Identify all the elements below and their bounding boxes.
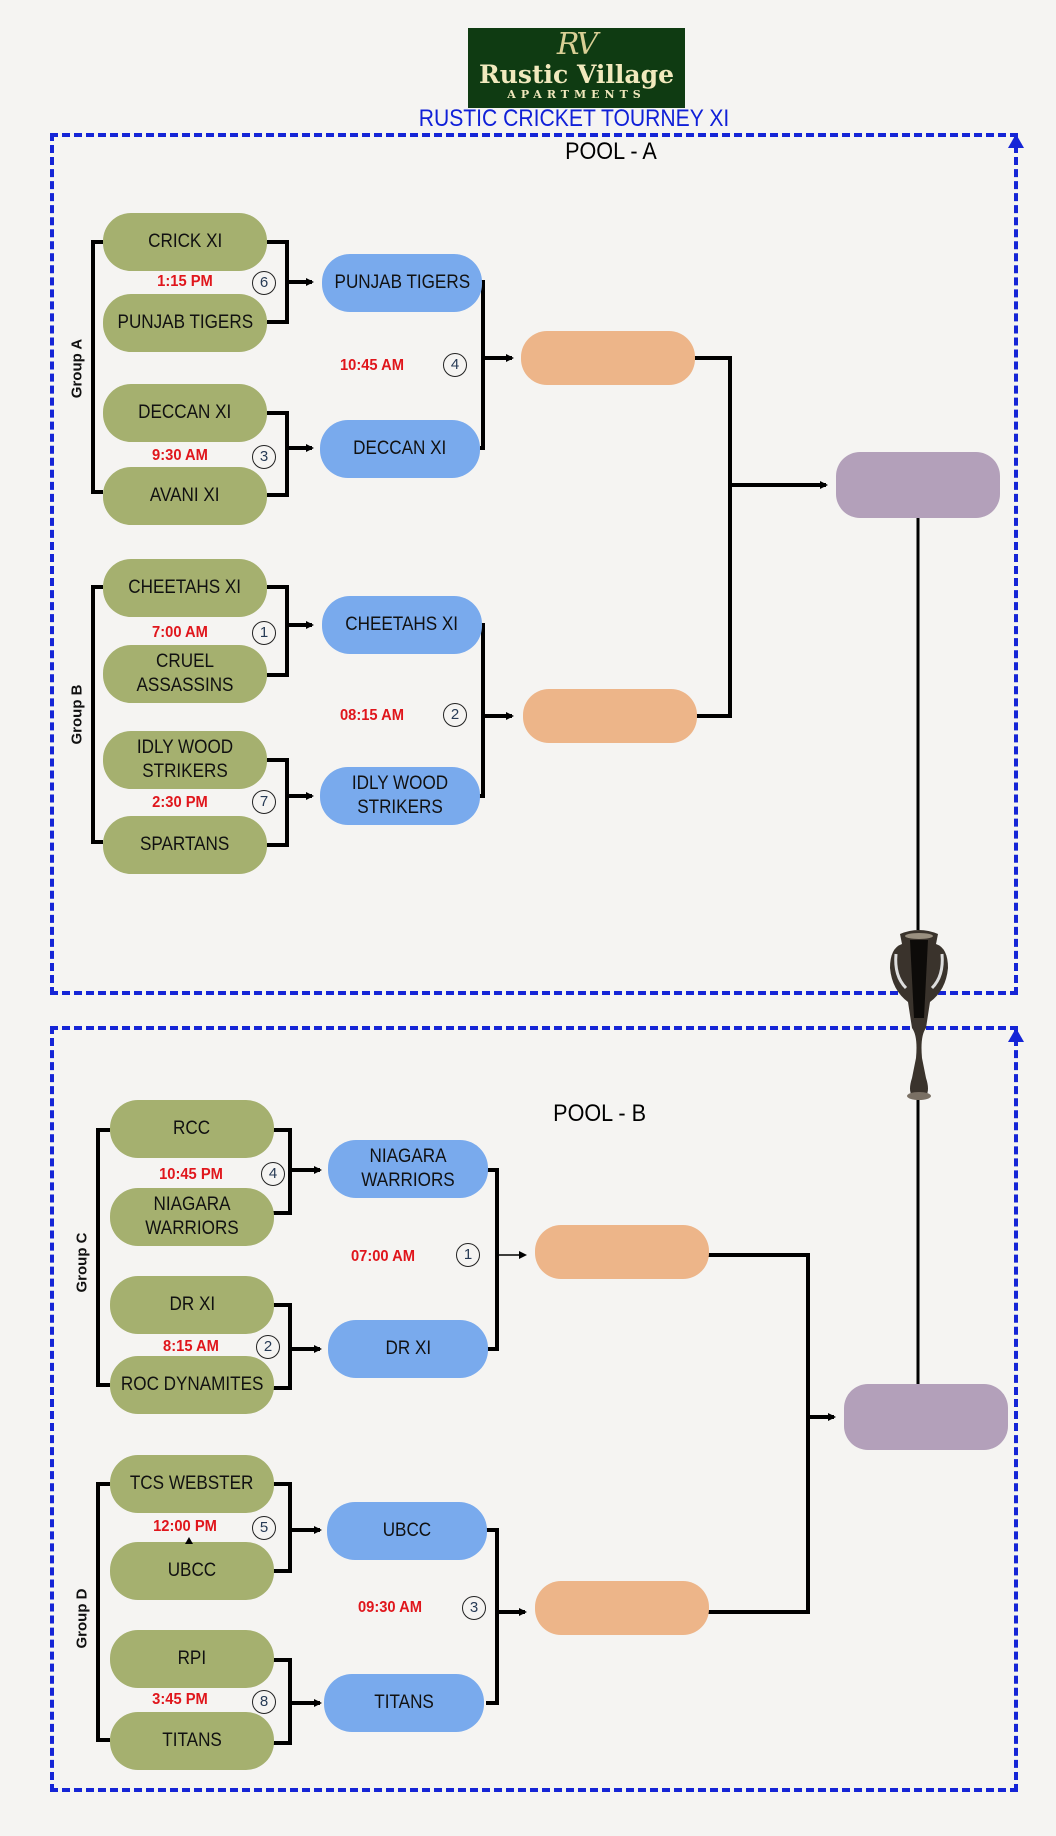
- match-number: 3: [462, 1596, 486, 1620]
- semi-winner-pill[interactable]: [535, 1225, 709, 1279]
- team-name: DR XI: [385, 1338, 431, 1359]
- team-name: TITANS: [162, 1730, 222, 1751]
- pool-a-winner-pill[interactable]: [836, 452, 1000, 518]
- small-arrow-marker: [185, 1537, 193, 1544]
- team-pill[interactable]: RCC: [110, 1100, 274, 1158]
- team-pill[interactable]: NIAGARA WARRIORS: [110, 1188, 274, 1246]
- match-time: 2:30 PM: [152, 794, 208, 811]
- team-name: SPARTANS: [140, 834, 230, 855]
- match-number: 4: [443, 353, 467, 377]
- team-name: DECCAN XI: [353, 438, 447, 459]
- team-name: UBCC: [167, 1560, 217, 1581]
- match-time: 8:15 AM: [163, 1338, 219, 1355]
- group-a-bracket: [91, 240, 103, 494]
- match-number: 2: [256, 1335, 280, 1359]
- logo-subtitle: APARTMENTS: [507, 88, 646, 101]
- team-pill[interactable]: IDLY WOOD STRIKERS: [103, 731, 267, 789]
- match-time: 10:45 PM: [159, 1166, 223, 1183]
- team-pill[interactable]: DR XI: [110, 1276, 274, 1334]
- match-number: 6: [252, 271, 276, 295]
- match-number: 4: [261, 1162, 285, 1186]
- match-time: 08:15 AM: [339, 707, 405, 724]
- match-time: 3:45 PM: [152, 1691, 208, 1708]
- semi-winner-pill[interactable]: [521, 331, 695, 385]
- match-number: 8: [252, 1690, 276, 1714]
- semi-winner-pill[interactable]: [535, 1581, 709, 1635]
- team-pill[interactable]: TCS WEBSTER: [110, 1455, 274, 1513]
- match-time: 07:00 AM: [350, 1248, 416, 1265]
- team-name: PUNJAB TIGERS: [117, 312, 253, 333]
- group-winner-pill[interactable]: NIAGARA WARRIORS: [328, 1140, 488, 1198]
- group-winner-pill[interactable]: CHEETAHS XI: [322, 596, 482, 654]
- team-name: ROC DYNAMITES: [120, 1374, 264, 1395]
- team-name: RPI: [177, 1648, 207, 1669]
- match-number: 2: [443, 703, 467, 727]
- match-number: 1: [456, 1243, 480, 1267]
- group-d-label: Group D: [73, 1588, 91, 1649]
- match-number: 3: [252, 445, 276, 469]
- team-name: CHEETAHS XI: [345, 614, 459, 635]
- match-time: 10:45 AM: [339, 357, 405, 374]
- group-winner-pill[interactable]: PUNJAB TIGERS: [322, 254, 482, 312]
- group-winner-pill[interactable]: TITANS: [324, 1674, 484, 1732]
- team-name: UBCC: [382, 1520, 432, 1541]
- team-pill[interactable]: TITANS: [110, 1712, 274, 1770]
- team-name: TITANS: [374, 1692, 434, 1713]
- group-winner-pill[interactable]: DR XI: [328, 1320, 488, 1378]
- group-winner-pill[interactable]: IDLY WOOD STRIKERS: [320, 767, 480, 825]
- group-c-label: Group C: [73, 1232, 91, 1293]
- team-name: IDLY WOOD STRIKERS: [351, 773, 449, 818]
- team-pill[interactable]: CRICK XI: [103, 213, 267, 271]
- group-winner-pill[interactable]: UBCC: [327, 1502, 487, 1560]
- team-name: RCC: [173, 1118, 211, 1139]
- trophy-icon: [886, 928, 952, 1104]
- match-time: 1:15 PM: [157, 273, 213, 290]
- logo-monogram: RV: [556, 27, 598, 62]
- match-time: 12:00 PM: [153, 1518, 217, 1535]
- match-number: 7: [252, 790, 276, 814]
- logo-name: Rustic Village: [478, 60, 675, 89]
- team-name: CRICK XI: [147, 231, 223, 252]
- semi-winner-pill[interactable]: [523, 689, 697, 743]
- pool-b-box: [50, 1026, 1018, 1792]
- match-number: 1: [252, 621, 276, 645]
- match-time: 9:30 AM: [152, 447, 208, 464]
- team-name: CRUEL ASSASSINS: [136, 651, 234, 696]
- team-name: TCS WEBSTER: [130, 1473, 254, 1494]
- group-a-label: Group A: [68, 338, 86, 399]
- match-time: 7:00 AM: [152, 624, 208, 641]
- team-pill[interactable]: ROC DYNAMITES: [110, 1356, 274, 1414]
- team-pill[interactable]: CRUEL ASSASSINS: [103, 645, 267, 703]
- team-name: NIAGARA WARRIORS: [361, 1146, 455, 1191]
- team-name: CHEETAHS XI: [128, 577, 242, 598]
- pool-a-box: [50, 133, 1018, 995]
- group-winner-pill[interactable]: DECCAN XI: [320, 420, 480, 478]
- team-name: IDLY WOOD STRIKERS: [136, 737, 234, 782]
- team-pill[interactable]: PUNJAB TIGERS: [103, 294, 267, 352]
- match-time: 09:30 AM: [357, 1599, 423, 1616]
- team-pill[interactable]: CHEETAHS XI: [103, 559, 267, 617]
- team-pill[interactable]: SPARTANS: [103, 816, 267, 874]
- team-pill[interactable]: AVANI XI: [103, 467, 267, 525]
- team-name: AVANI XI: [150, 485, 220, 506]
- team-name: DECCAN XI: [138, 402, 232, 423]
- rustic-village-logo: RV Rustic Village APARTMENTS: [468, 28, 685, 108]
- pool-a-title: POOL - A: [565, 138, 657, 165]
- team-name: PUNJAB TIGERS: [334, 272, 470, 293]
- team-pill[interactable]: RPI: [110, 1630, 274, 1688]
- pool-b-title: POOL - B: [553, 1100, 646, 1127]
- match-number: 5: [252, 1516, 276, 1540]
- team-name: NIAGARA WARRIORS: [145, 1194, 239, 1239]
- group-b-label: Group B: [68, 684, 86, 745]
- team-name: DR XI: [169, 1294, 215, 1315]
- team-pill[interactable]: DECCAN XI: [103, 384, 267, 442]
- tournament-title: RUSTIC CRICKET TOURNEY XI: [418, 105, 730, 132]
- team-pill[interactable]: UBCC: [110, 1542, 274, 1600]
- pool-b-winner-pill[interactable]: [844, 1384, 1008, 1450]
